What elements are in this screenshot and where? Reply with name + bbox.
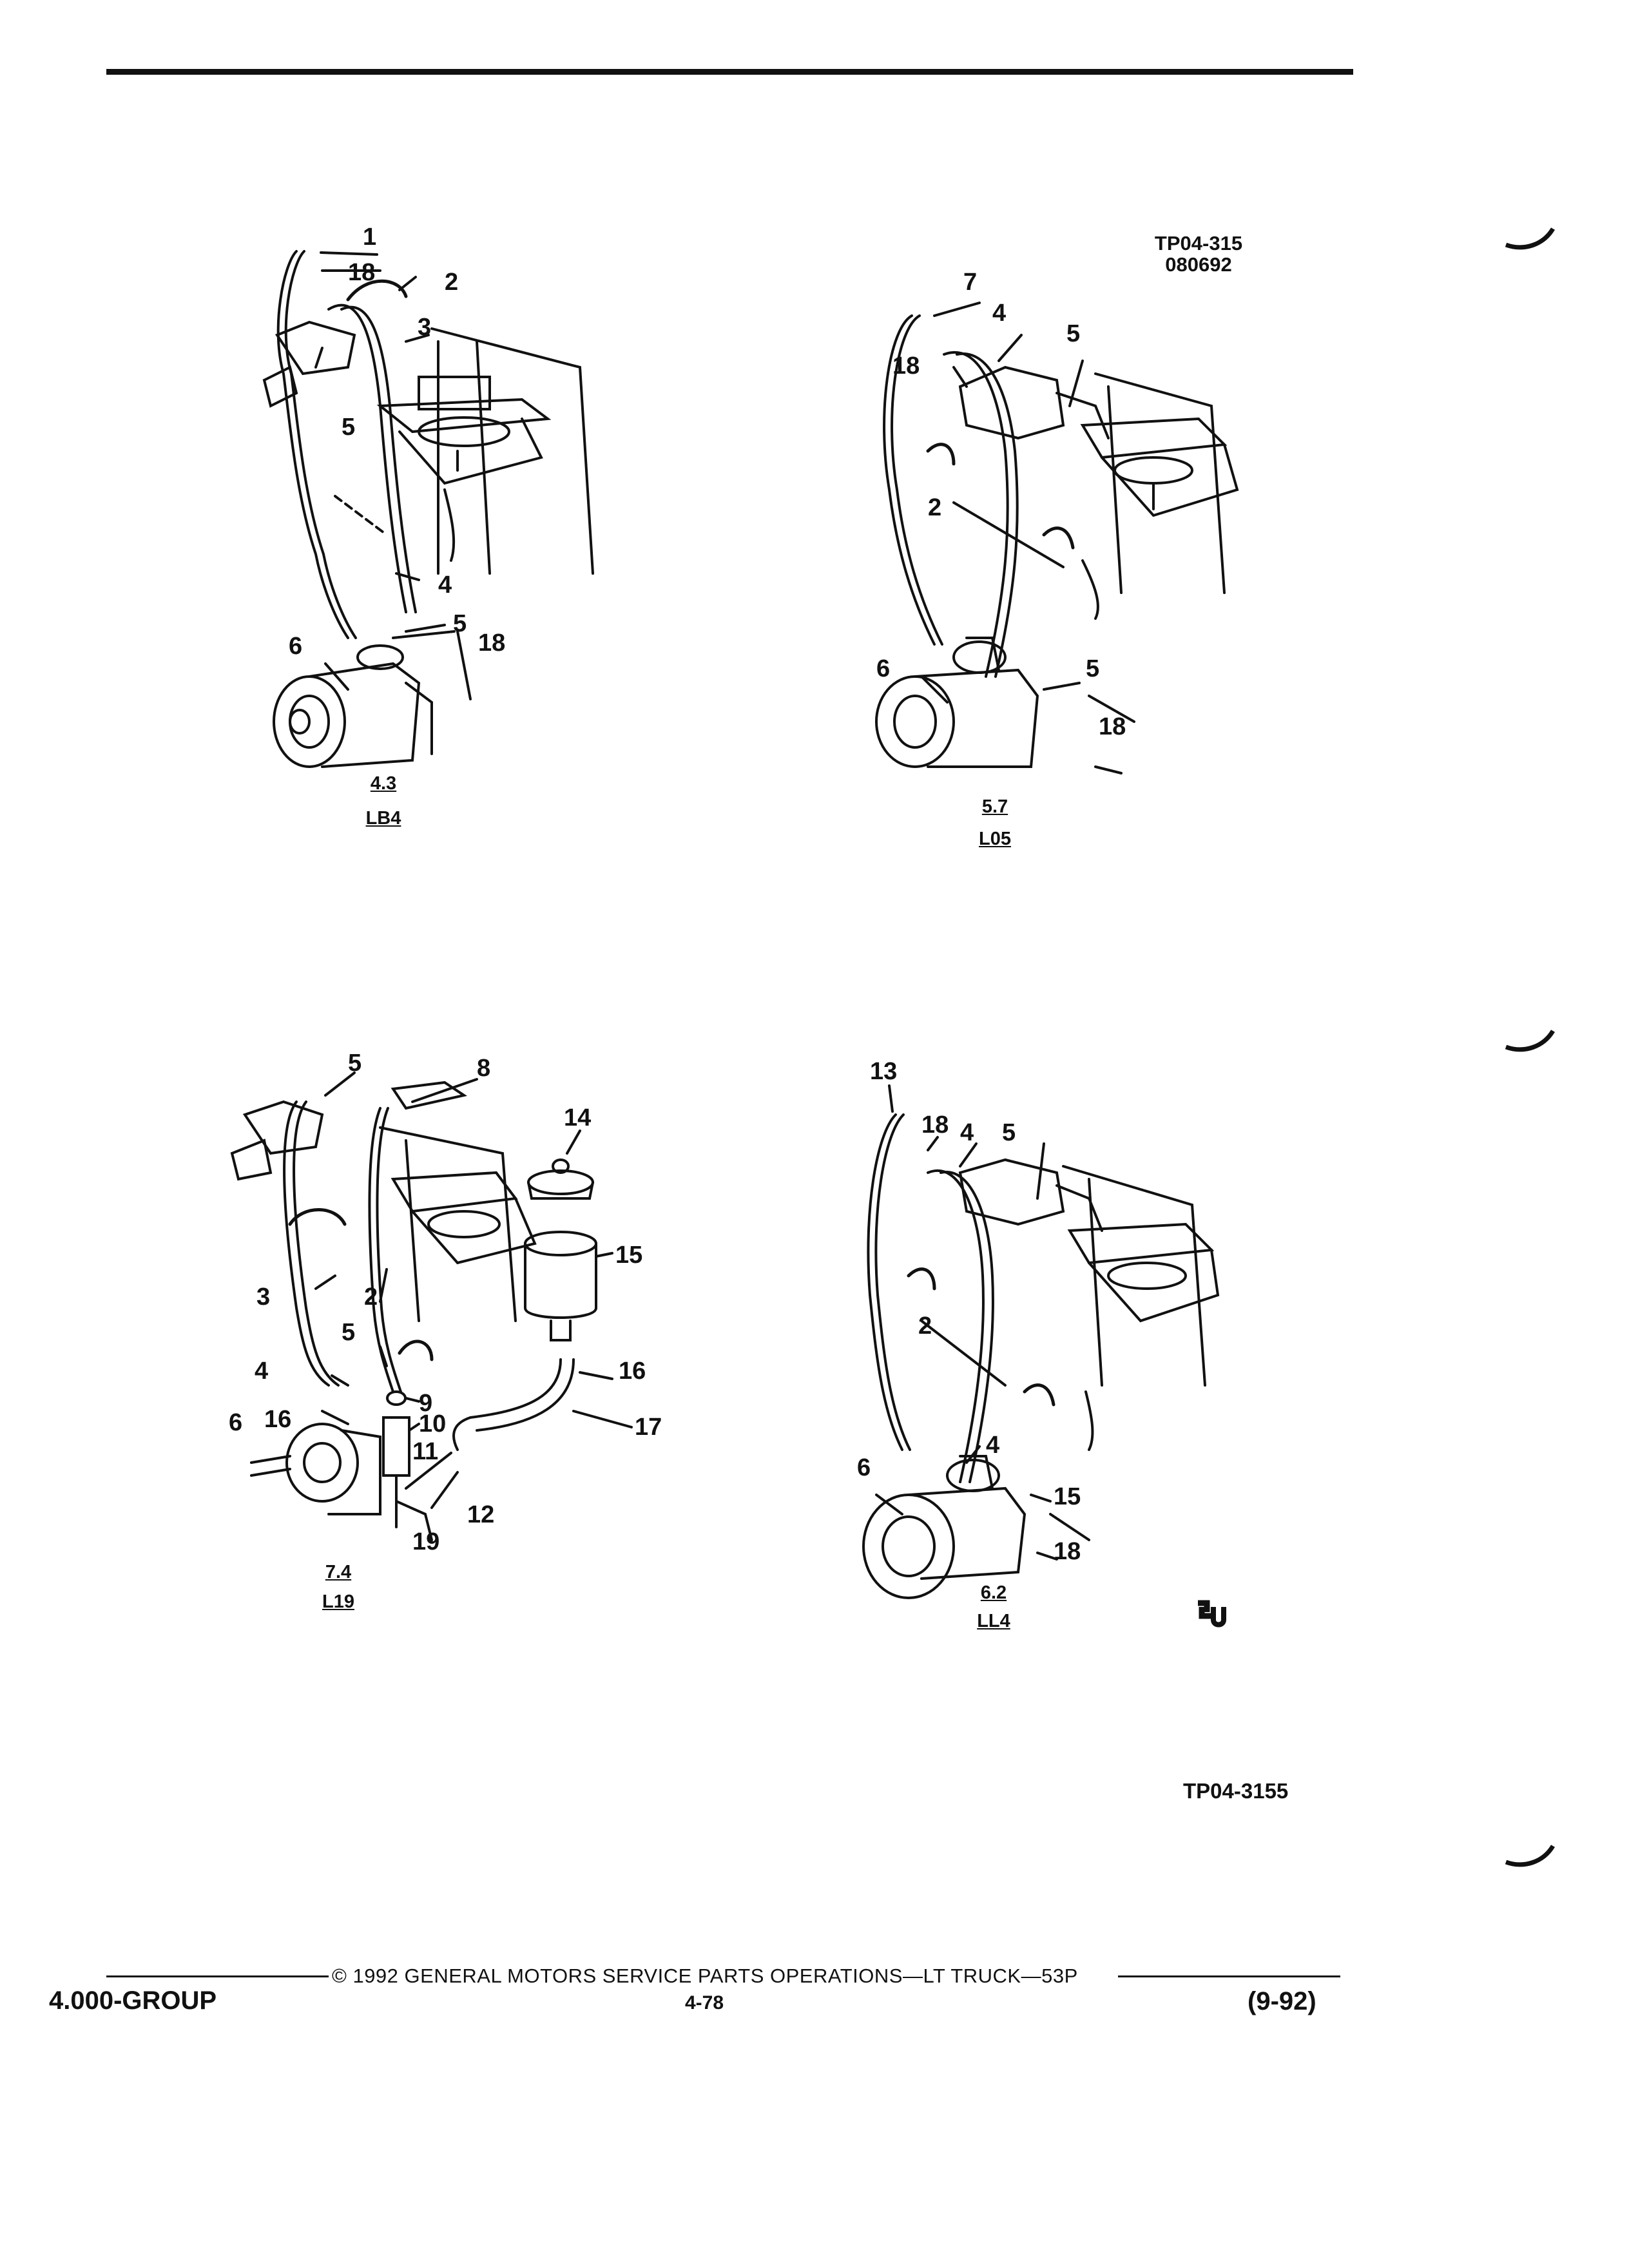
fig2-displacement: 5.7 — [981, 796, 1008, 817]
fig4-callout-15: 15 — [1054, 1483, 1081, 1510]
fig2-callout-7: 7 — [963, 269, 977, 296]
fig1-callout-5b: 5 — [453, 610, 467, 637]
fig3-callout-9: 9 — [419, 1390, 432, 1417]
fig4-engine-code: LL4 — [977, 1611, 1010, 1631]
diagram-6-2-ll4: 13 18 4 5 2 4 6 15 18 — [831, 1050, 1231, 1599]
fig3-callout-16a: 16 — [619, 1358, 646, 1385]
figure-ref-code: TP04-315 — [1154, 232, 1243, 255]
fig4-displacement: 6.2 — [980, 1582, 1007, 1603]
diagram-7-4-l19: 5 8 14 15 3 2 5 4 16 9 10 6 16 11 12 19 … — [213, 1050, 677, 1555]
fig1-callout-4: 4 — [438, 572, 452, 599]
fig3-callout-5a: 5 — [348, 1050, 361, 1077]
diagram-4-3-lb4: 1 18 2 3 5 4 5 18 6 — [245, 213, 606, 768]
fig3-callout-11: 11 — [412, 1438, 438, 1465]
fig1-engine-code: LB4 — [365, 808, 401, 829]
fig2-callout-5a: 5 — [1066, 320, 1080, 347]
fig4-callout-6: 6 — [857, 1454, 871, 1481]
footer-copyright: © 1992 GENERAL MOTORS SERVICE PARTS OPER… — [332, 1965, 1078, 1987]
fig1-displacement: 4.3 — [370, 773, 397, 794]
fig3-callout-10: 10 — [419, 1410, 446, 1437]
fig2-callout-6: 6 — [876, 655, 890, 682]
fig3-callout-12: 12 — [467, 1501, 494, 1528]
figure-number: TP04-3155 — [1183, 1779, 1289, 1803]
fig3-callout-8: 8 — [477, 1055, 490, 1082]
footer-revision-date: (9-92) — [1248, 1987, 1316, 2015]
fig2-callout-4a: 4 — [992, 300, 1006, 327]
fig4-callout-4b: 4 — [986, 1432, 999, 1459]
fig3-callout-19: 19 — [412, 1528, 439, 1555]
footer-page-number: 4-78 — [685, 1992, 724, 2013]
fig4-callout-2: 2 — [918, 1312, 932, 1340]
fig2-callout-2: 2 — [928, 494, 941, 521]
diagram-4-3-lb4-drawing: 1 18 2 3 5 4 5 18 6 — [262, 224, 594, 768]
fig1-callout-2: 2 — [445, 269, 458, 296]
publisher-logo-icon — [1194, 1598, 1228, 1629]
fig3-callout-6: 6 — [229, 1409, 242, 1436]
footer-group: 4.000-GROUP — [49, 1986, 217, 2015]
fig2-callout-5b: 5 — [1086, 655, 1099, 682]
diagram-6-2-ll4-drawing: 13 18 4 5 2 4 6 15 18 — [857, 1058, 1220, 1599]
fig1-callout-18b: 18 — [478, 629, 505, 657]
fig4-callout-5: 5 — [1002, 1119, 1016, 1146]
fig4-callout-13: 13 — [870, 1058, 897, 1085]
footer-rule-left — [106, 1975, 329, 1977]
figure-date-code: 080692 — [1165, 253, 1232, 276]
diagram-5-7-l05-drawing: 7 4 5 18 2 6 5 18 — [875, 269, 1239, 774]
fig3-callout-4: 4 — [255, 1358, 268, 1385]
fig1-callout-18: 18 — [348, 259, 375, 286]
fig3-callout-5b: 5 — [342, 1319, 355, 1346]
fig2-callout-18a: 18 — [892, 352, 920, 380]
fig4-callout-4a: 4 — [960, 1119, 974, 1146]
fig2-callout-18b: 18 — [1099, 713, 1126, 740]
fig1-callout-1: 1 — [363, 224, 376, 251]
header-rule — [106, 69, 1353, 75]
fig3-engine-code: L19 — [322, 1591, 354, 1612]
diagram-7-4-l19-drawing: 5 8 14 15 3 2 5 4 16 9 10 6 16 11 12 19 … — [229, 1050, 662, 1555]
fig3-callout-17: 17 — [635, 1414, 662, 1441]
fig3-callout-3: 3 — [256, 1283, 270, 1311]
fig1-callout-5a: 5 — [342, 414, 355, 441]
fig1-callout-6: 6 — [289, 633, 302, 660]
fig3-callout-14: 14 — [564, 1104, 591, 1131]
binder-mark-middle — [1505, 1030, 1555, 1052]
fig3-callout-16b: 16 — [264, 1406, 291, 1433]
fig3-displacement: 7.4 — [325, 1562, 352, 1582]
footer-rule-right — [1118, 1975, 1340, 1977]
fig4-callout-18b: 18 — [1054, 1538, 1081, 1565]
fig3-callout-2: 2 — [364, 1283, 378, 1311]
fig2-engine-code: L05 — [979, 829, 1011, 849]
binder-mark-bottom — [1505, 1845, 1555, 1867]
diagram-5-7-l05: 7 4 5 18 2 6 5 18 — [851, 258, 1250, 774]
fig1-callout-3: 3 — [418, 314, 431, 341]
binder-mark-top — [1505, 227, 1555, 250]
fig4-callout-18a: 18 — [921, 1111, 949, 1139]
fig3-callout-15: 15 — [615, 1242, 642, 1269]
